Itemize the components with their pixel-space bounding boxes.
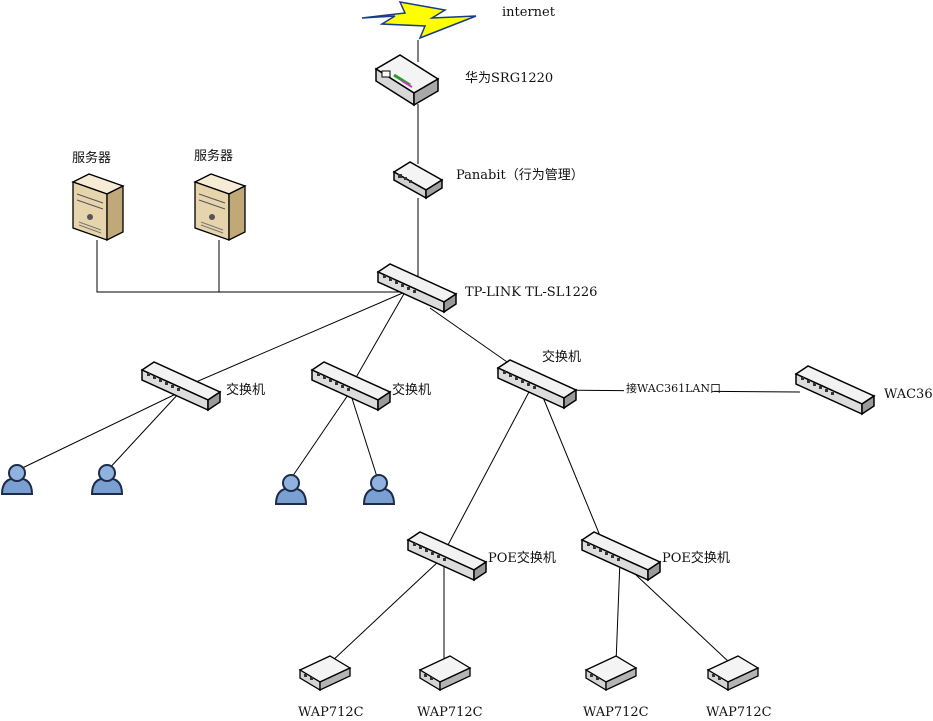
wac-label: WAC361 bbox=[884, 387, 933, 402]
server-label-1: 服务器 bbox=[72, 150, 111, 166]
ap-label-4: WAP712C bbox=[706, 705, 772, 720]
switch-icon bbox=[311, 361, 391, 411]
wac-controller-icon bbox=[795, 365, 875, 415]
server-icon bbox=[194, 173, 246, 241]
connection-lines bbox=[13, 40, 801, 664]
switch-icon bbox=[497, 359, 577, 409]
internet-lightning-icon bbox=[361, 1, 477, 40]
user-icon bbox=[275, 474, 307, 505]
wac-link-label: 接WAC361LAN口 bbox=[626, 382, 721, 395]
access-point-icon bbox=[299, 655, 351, 691]
access-point-icon bbox=[585, 655, 637, 691]
router-icon bbox=[374, 54, 440, 107]
user-icon bbox=[91, 464, 123, 495]
poe-switch-icon bbox=[407, 531, 487, 581]
panabit-label: Panabit（行为管理） bbox=[456, 168, 584, 183]
ap-label-1: WAP712C bbox=[298, 705, 364, 720]
switch-mid-label: 交换机 bbox=[392, 382, 431, 398]
server-icon bbox=[72, 173, 124, 241]
ap-label-2: WAP712C bbox=[417, 705, 483, 720]
poe-right-label: POE交换机 bbox=[662, 550, 730, 566]
access-point-icon bbox=[419, 655, 471, 691]
server-label-2: 服务器 bbox=[194, 148, 233, 164]
core-switch-label: TP-LINK TL-SL1226 bbox=[465, 285, 597, 300]
poe-left-label: POE交换机 bbox=[488, 550, 556, 566]
user-icon bbox=[1, 464, 33, 495]
switch-right-label: 交换机 bbox=[542, 349, 581, 365]
user-icon bbox=[363, 474, 395, 505]
poe-switch-icon bbox=[581, 531, 661, 581]
access-point-icon bbox=[707, 655, 759, 691]
panabit-device-icon bbox=[392, 161, 444, 200]
internet-label: internet bbox=[502, 5, 556, 20]
ap-label-3: WAP712C bbox=[583, 705, 649, 720]
switch-icon bbox=[141, 361, 221, 411]
core-switch-icon bbox=[377, 263, 457, 313]
router-label: 华为SRG1220 bbox=[465, 71, 553, 86]
switch-left-label: 交换机 bbox=[226, 382, 265, 398]
